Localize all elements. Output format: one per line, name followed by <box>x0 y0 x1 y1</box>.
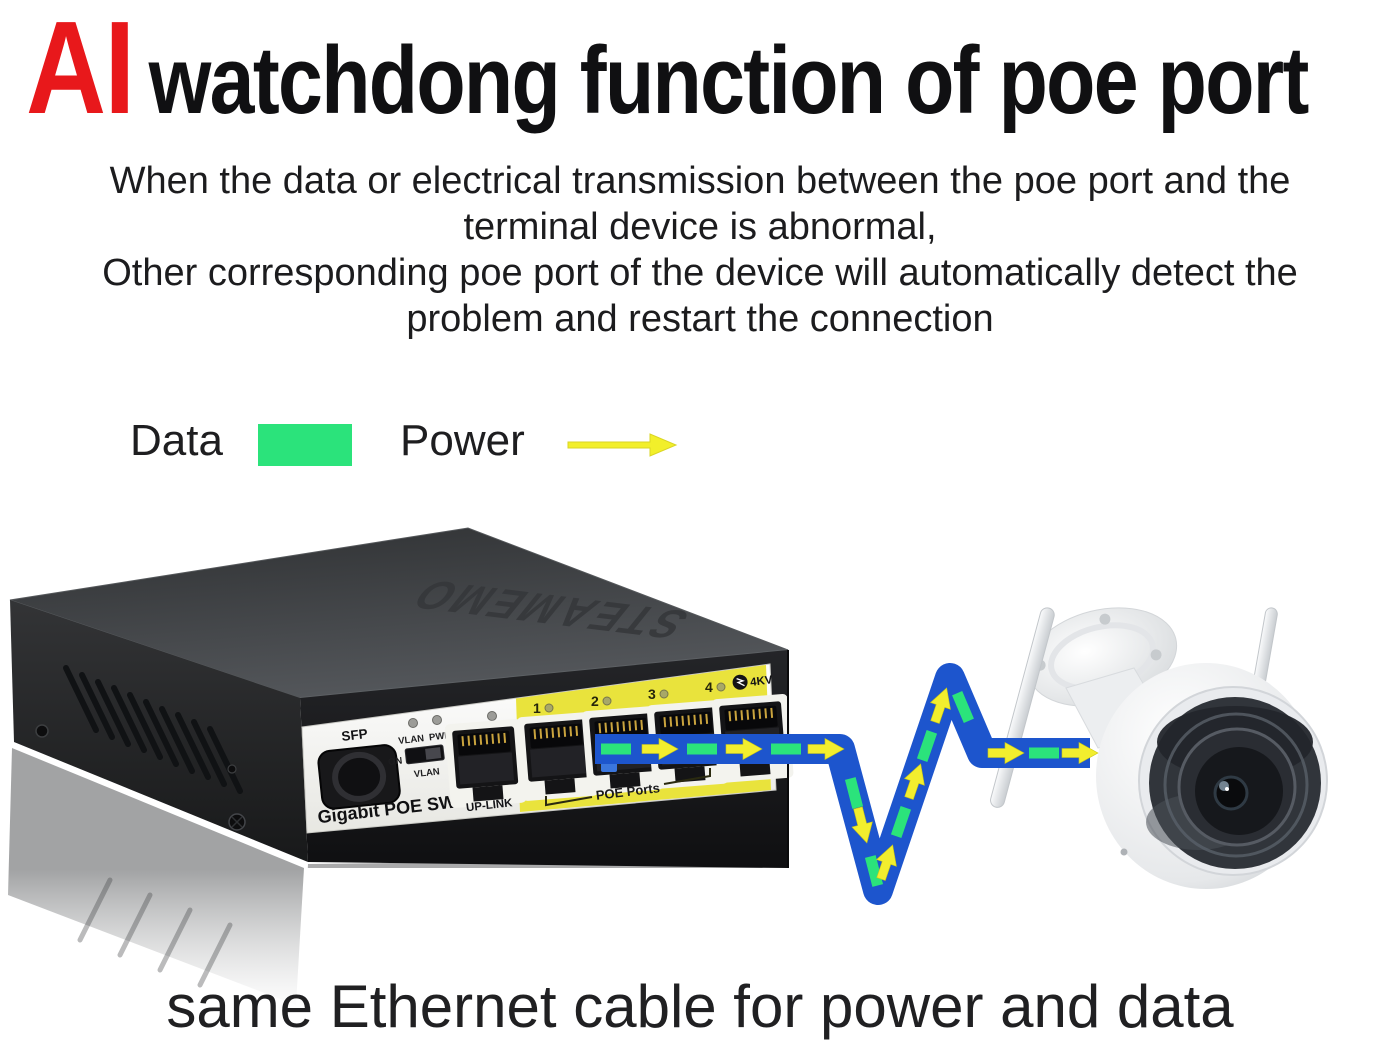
intro-line-3: Other corresponding poe port of the devi… <box>102 252 1298 294</box>
security-camera <box>990 607 1328 889</box>
vent-slits <box>63 665 243 794</box>
vlan-led-label: VLAN <box>398 733 425 747</box>
port-number-3: 3 <box>648 686 656 702</box>
ethernet-cable <box>595 663 1099 905</box>
poe-ports-bracket <box>545 768 711 807</box>
status-leds <box>408 711 497 728</box>
intro-line-1: When the data or electrical transmission… <box>109 160 1291 202</box>
left-face-reflection <box>8 748 304 1005</box>
surge-label: 4KV <box>750 674 774 689</box>
headline-ai: AI <box>26 0 135 141</box>
case-screws <box>35 724 246 831</box>
sfp-label: SFP <box>341 726 369 744</box>
legend-data-label: Data <box>130 416 223 465</box>
port-number-2: 2 <box>591 693 599 709</box>
intro-line-4: problem and restart the connection <box>406 298 994 340</box>
intro-line-2: terminal device is abnormal, <box>463 206 937 248</box>
port-number-1: 1 <box>533 700 541 716</box>
uplink-label: UP-LINK <box>465 797 513 814</box>
camera-mic-dot <box>1120 848 1128 856</box>
data-color-swatch <box>258 424 352 466</box>
surge-protection-badge: 4KV <box>732 674 774 690</box>
port-number-4: 4 <box>705 679 713 695</box>
legend-power-label: Power <box>400 416 525 465</box>
uplink-port <box>443 717 528 810</box>
headline-rest: watchdong function of poe port <box>148 27 1310 134</box>
toggle-vlan-label: VLAN <box>413 766 440 780</box>
vlan-toggle-switch: ON OFF VLAN <box>388 744 467 780</box>
camera-antenna-left <box>990 607 1055 808</box>
toggle-on-label: ON <box>388 756 404 769</box>
headline: AI watchdong function of poe port <box>26 0 1310 141</box>
legend: Data Power <box>0 414 760 474</box>
poe-switch: STEAMEMO <box>9 527 795 868</box>
intro-paragraph: When the data or electrical transmission… <box>0 158 1400 342</box>
footer-caption: same Ethernet cable for power and data <box>166 973 1234 1040</box>
sfp-port <box>317 744 401 810</box>
power-arrow-icon <box>567 433 678 457</box>
